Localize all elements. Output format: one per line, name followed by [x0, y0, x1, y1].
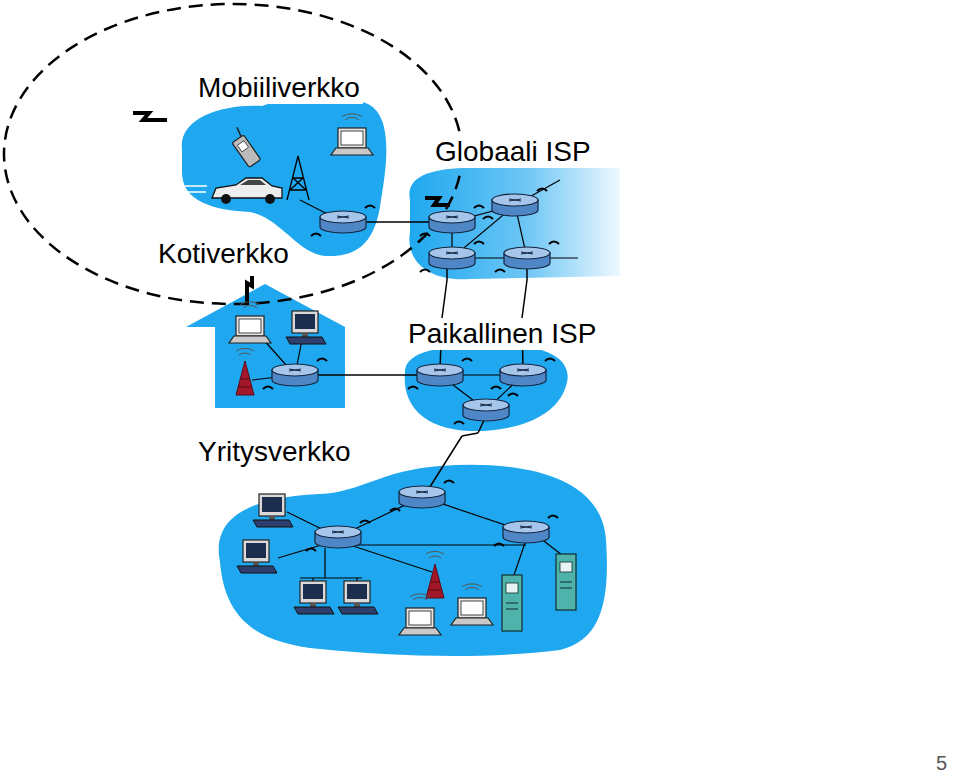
router: [420, 242, 484, 273]
router: [306, 521, 370, 552]
network-link: [442, 280, 447, 318]
wireless-access-point: [236, 348, 254, 395]
router: [454, 394, 518, 425]
page-number: 5: [936, 752, 947, 775]
laptop: [399, 594, 441, 635]
desktop-pc: [237, 540, 277, 573]
network-link: [390, 221, 405, 223]
router: [491, 359, 555, 390]
router: [263, 359, 327, 390]
region-label: Paikallinen ISP: [405, 318, 599, 350]
car: [185, 178, 282, 204]
laptop: [229, 302, 271, 343]
region-label: Yritysverkko: [195, 436, 353, 468]
network-link: [350, 374, 400, 376]
network-region: Globaali ISP: [405, 136, 620, 280]
mobile-phone: [226, 127, 260, 168]
network-link: [462, 433, 478, 436]
router: [390, 481, 454, 512]
desktop-pc: [286, 311, 326, 344]
region-label: Mobiiliverkko: [195, 72, 363, 104]
region-shape: [182, 96, 387, 256]
laptop: [451, 584, 493, 625]
network-region: Kotiverkko: [155, 238, 350, 410]
link-line: [252, 180, 578, 582]
server: [556, 554, 576, 610]
server: [502, 575, 522, 631]
desktop-pc: [294, 581, 334, 614]
router: [495, 242, 559, 273]
laptop: [331, 114, 373, 155]
region-shape: [405, 345, 568, 431]
highlight-ellipse: [4, 4, 462, 304]
router: [408, 359, 472, 390]
cell-tower: [287, 156, 309, 200]
router: [311, 206, 375, 237]
region-shape: [195, 436, 615, 658]
region-label: Globaali ISP: [432, 136, 594, 168]
region-shape: [409, 168, 620, 279]
link-line: [295, 222, 527, 490]
router: [483, 189, 547, 220]
network-region: Mobiiliverkko: [170, 72, 390, 258]
router: [420, 206, 484, 237]
wireless-access-point: [426, 551, 444, 598]
wireless-symbol: [133, 113, 450, 305]
desktop-pc: [253, 494, 293, 527]
region-label: Kotiverkko: [155, 238, 292, 270]
region-shape: [186, 284, 345, 408]
desktop-pc: [338, 581, 378, 614]
network-region: Yritysverkko: [195, 436, 615, 658]
network-region: Paikallinen ISP: [400, 318, 615, 433]
region-shape: [219, 465, 607, 656]
router: [494, 516, 558, 547]
network-link: [522, 280, 527, 318]
